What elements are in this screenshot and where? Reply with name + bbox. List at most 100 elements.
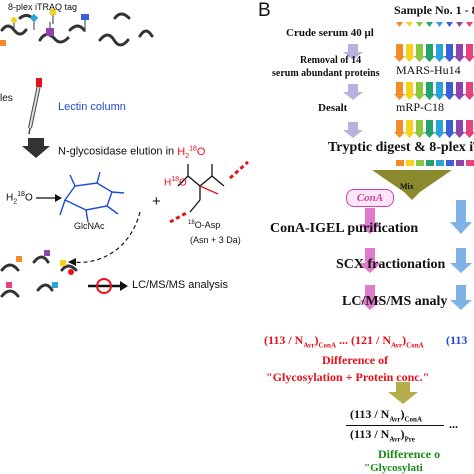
- sample-tubes-row: [394, 82, 474, 100]
- glyco-protein-label: "Glycosylation + Protein conc.": [266, 370, 430, 384]
- olive-step-arrow: [388, 382, 418, 404]
- sample-flow-arrow: [434, 44, 445, 62]
- sample-flow-arrow: [424, 120, 435, 138]
- glcnac-structure-icon: [59, 171, 125, 223]
- itraq-channel-icon: [456, 160, 464, 166]
- serum-sample-icon: [396, 22, 403, 27]
- pink-step-arrow: [359, 285, 381, 310]
- sample-tubes-row: [396, 22, 473, 27]
- sample-flow-arrow: [404, 82, 415, 100]
- itraq-channel-icon: [406, 160, 414, 166]
- itraq-channel-icon: [436, 160, 444, 166]
- tag-icon: [46, 28, 54, 36]
- tagged-peptides-bottom: [0, 255, 78, 298]
- panel-b-letter: B: [258, 0, 271, 21]
- pre-ratio-range: (113: [446, 333, 468, 347]
- serum-sample-icon: [426, 22, 433, 27]
- pink-step-arrow: [359, 208, 381, 234]
- sample-flow-arrow: [444, 120, 455, 138]
- sample-flow-arrow: [454, 44, 465, 62]
- fraction-denominator: (113 / NAvr)Pre: [350, 427, 415, 444]
- cona-badge: ConA: [346, 189, 394, 207]
- sample-flow-arrow: [464, 82, 474, 100]
- tag-icon: [11, 17, 17, 23]
- sample-flow-arrow: [404, 44, 415, 62]
- scx-label: SCX fractionation: [336, 257, 446, 272]
- glcnac-label: GlcNAc: [74, 221, 105, 231]
- itraq-channel-icon: [426, 160, 434, 166]
- itraq-tag-label: 8-plex iTRAQ tag: [8, 2, 78, 12]
- cleavage-bond-icon: [229, 160, 249, 180]
- serum-sample-icon: [406, 22, 413, 27]
- difference-red-label: Difference of: [322, 353, 389, 367]
- sample-flow-arrow: [394, 44, 405, 62]
- left-panel: +: [0, 9, 249, 298]
- fraction-numerator: (113 / NAvr)ConA: [350, 407, 423, 424]
- lcms-label-left: LC/MS/MS analysis: [132, 279, 228, 291]
- h2-18o-label: H218O: [6, 191, 33, 206]
- sample-flow-arrow: [394, 120, 405, 138]
- serum-sample-icon: [456, 22, 463, 27]
- itraq-channel-icon: [396, 160, 404, 166]
- fraction-bar: [346, 425, 444, 427]
- blue-step-arrow: [450, 248, 472, 273]
- tag-icon: [0, 40, 6, 46]
- mars-column-label: MARS-Hu14: [396, 63, 461, 77]
- down-arrow-icon: [22, 138, 50, 158]
- mix-label: Mix: [400, 182, 414, 191]
- elution-label: N-glycosidase elution in H218O: [58, 145, 206, 160]
- dashed-connector: [71, 211, 141, 263]
- itraq-channel-icon: [416, 160, 424, 166]
- h18o-label: H18O: [164, 176, 187, 189]
- sample-flow-arrow: [464, 120, 474, 138]
- fraction-dots: ...: [449, 417, 458, 431]
- sample-flow-arrow: [414, 82, 425, 100]
- sample-flow-arrow: [424, 44, 435, 62]
- tagged-peptides-top: [0, 12, 154, 47]
- mix-funnel-icon: [372, 170, 452, 192]
- lcms-label-right: LC/MS/MS analy: [342, 294, 448, 309]
- sample-flow-arrow: [434, 120, 445, 138]
- serum-sample-icon: [416, 22, 423, 27]
- sample-flow-arrow: [394, 82, 405, 100]
- serum-sample-icon: [436, 22, 443, 27]
- cleavage-bond-icon: [169, 210, 189, 224]
- workflow-step-arrow: [343, 122, 363, 138]
- tag-icon: [50, 9, 56, 15]
- cona-ratio-range: (113 / NAvr)ConA ... (121 / NAvr)ConA: [264, 333, 424, 350]
- sample-flow-arrow: [414, 120, 425, 138]
- sample-flow-arrow: [454, 82, 465, 100]
- tag-icon: [29, 13, 39, 23]
- tag-icon: [81, 14, 89, 20]
- lectin-column-icon: [28, 78, 42, 135]
- sample-tubes-row: [394, 44, 474, 62]
- no-entry-icon: [96, 278, 112, 294]
- sample-flow-arrow: [434, 82, 445, 100]
- sample-flow-arrow: [444, 82, 455, 100]
- sample-flow-arrow: [414, 44, 425, 62]
- sample-tubes-row: [394, 120, 474, 138]
- cona-igel-label: ConA-IGEL purification: [270, 221, 419, 236]
- sample-number-label: Sample No. 1 - 8: [394, 3, 474, 17]
- blue-step-arrow: [450, 200, 472, 234]
- removal-label-2: serum abundant proteins: [272, 68, 380, 79]
- asp-note: (Asn + 3 Da): [190, 235, 241, 245]
- difference-green-label: Difference o: [378, 447, 441, 461]
- workflow-step-arrow: [343, 44, 363, 60]
- serum-sample-icon: [466, 22, 473, 27]
- asp-label: 18O-Asp: [188, 220, 221, 230]
- sample-flow-arrow: [464, 44, 474, 62]
- peptides-label: les: [0, 93, 13, 104]
- itraq-channel-icon: [446, 160, 454, 166]
- plus-icon: +: [152, 193, 161, 210]
- workflow-step-arrow: [343, 84, 363, 100]
- sample-tubes-row: [396, 160, 474, 166]
- itraq-channel-icon: [466, 160, 474, 166]
- mrp-column-label: mRP-C18: [396, 100, 445, 114]
- tryptic-digest-label: Tryptic digest & 8-plex iT: [328, 140, 474, 155]
- lectin-column-label: Lectin column: [58, 101, 126, 113]
- serum-sample-icon: [446, 22, 453, 27]
- sample-flow-arrow: [424, 82, 435, 100]
- sample-flow-arrow: [444, 44, 455, 62]
